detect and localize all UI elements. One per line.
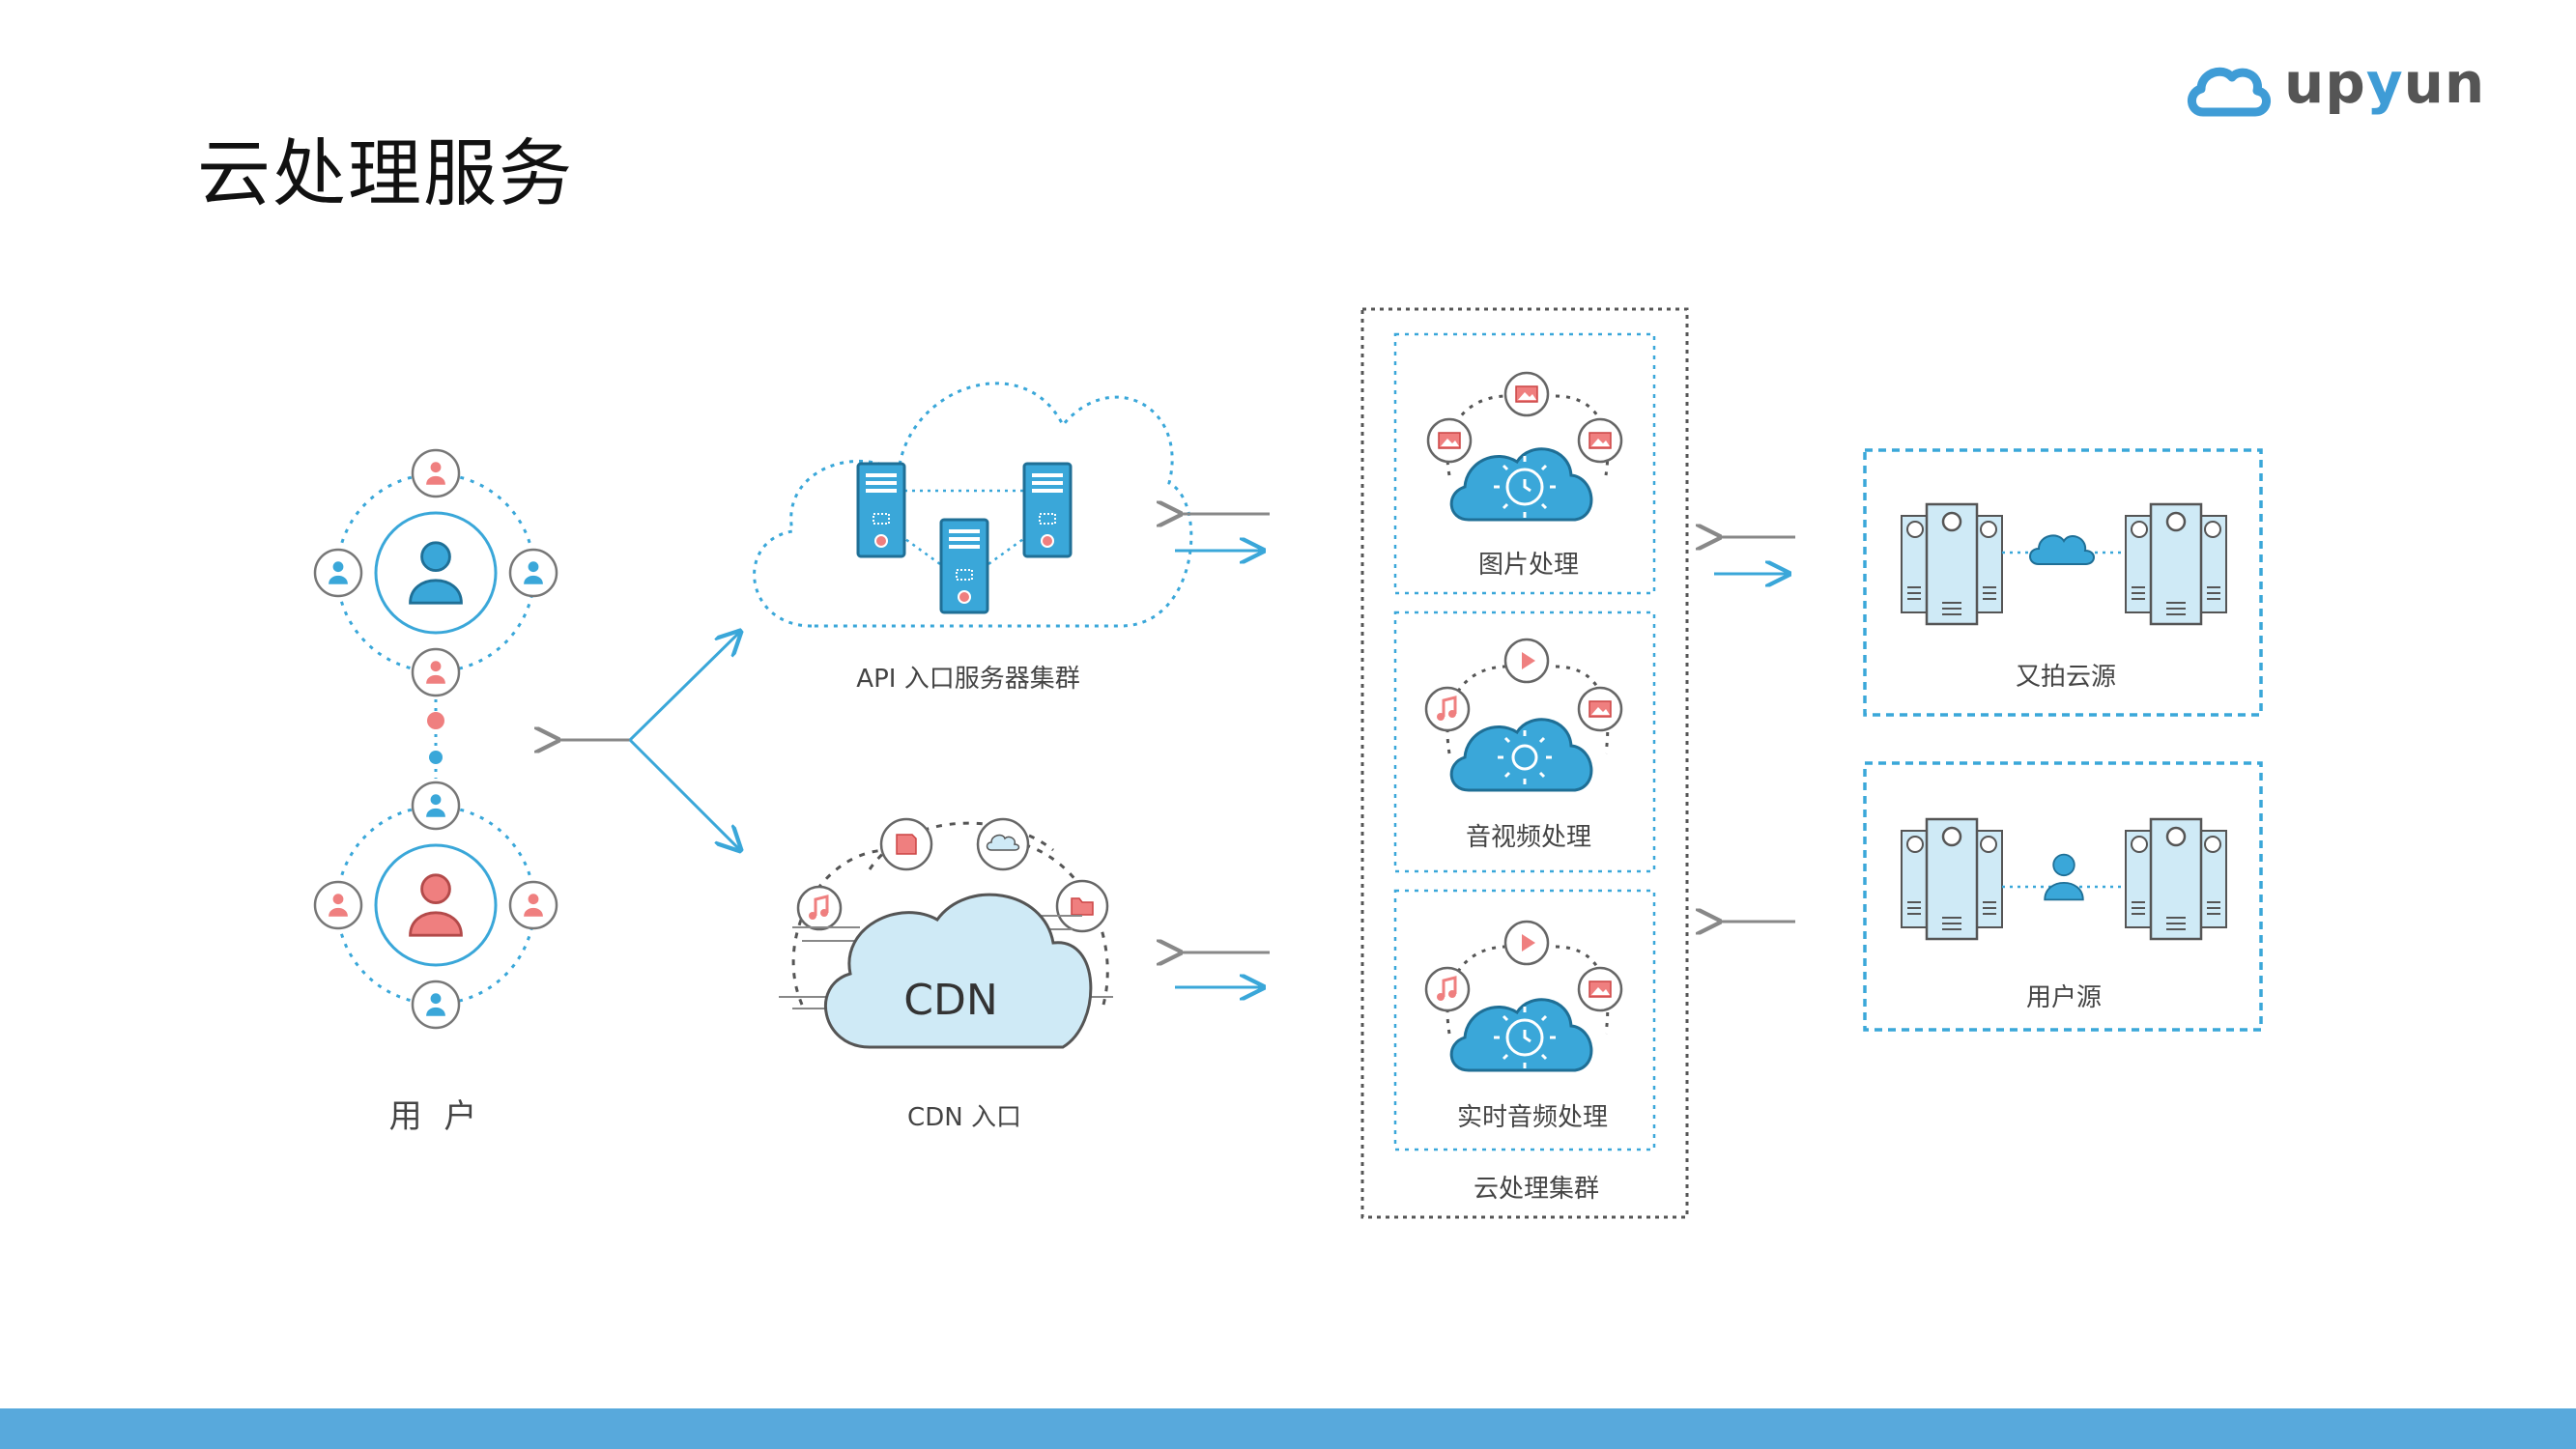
- folder-icon: [1055, 879, 1109, 933]
- users-label: 用 户: [388, 1097, 483, 1136]
- upyun-origin: [1863, 448, 2263, 717]
- cdn-cloud-label: CDN: [903, 976, 998, 1025]
- image-icon: [1503, 371, 1550, 417]
- processing-cloud-icon: [1449, 447, 1593, 522]
- image-icon: [1577, 966, 1623, 1012]
- play-icon: [1503, 638, 1550, 684]
- logo-text-part: up: [2284, 50, 2366, 116]
- image-icon: [1426, 417, 1473, 464]
- cdn-entry: CDN: [779, 817, 1113, 1049]
- av-processing-module: [1424, 638, 1623, 792]
- realtime-av-module: [1424, 920, 1623, 1072]
- cloud-processing-cluster: [1360, 307, 1689, 1219]
- api-cluster: [753, 382, 1193, 628]
- upyun-origin-label: 又拍云源: [2015, 663, 2117, 692]
- server-rack-icon: [2124, 502, 2228, 626]
- users-branch-arrows: [560, 630, 742, 852]
- logo-text: upyun: [2284, 50, 2485, 116]
- music-icon: [1424, 966, 1471, 1012]
- api-cluster-label: API 入口服务器集群: [856, 665, 1080, 694]
- user-origin-label: 用户源: [2025, 983, 2103, 1012]
- server-icon: [1022, 462, 1073, 558]
- server-rack-icon: [2124, 817, 2228, 941]
- music-icon: [796, 885, 843, 931]
- server-rack-icon: [1900, 502, 2004, 626]
- server-icon: [856, 462, 906, 558]
- bottom-bar: [0, 1408, 2576, 1449]
- user-origin: [1863, 761, 2263, 1032]
- users-group: [313, 448, 558, 1030]
- file-icon: [879, 817, 933, 871]
- realtime-av-processing-label: 实时音频处理: [1456, 1103, 1609, 1132]
- origin-arrows: [1714, 537, 1795, 922]
- cdn-arrows: [1175, 952, 1270, 987]
- server-rack-icon: [1900, 817, 2004, 941]
- cloud-icon: [2188, 67, 2271, 117]
- logo-text-part: un: [2403, 50, 2486, 116]
- person-icon: [2044, 853, 2084, 901]
- api-arrows: [1175, 514, 1270, 551]
- cloud-icon: [976, 817, 1030, 871]
- play-icon: [1503, 920, 1550, 966]
- image-processing-module: [1426, 371, 1623, 522]
- image-icon: [1577, 417, 1623, 464]
- cdn-entry-label: CDN 入口: [907, 1103, 1021, 1132]
- processing-cloud-icon: [1449, 998, 1593, 1072]
- upyun-logo: upyun: [2182, 50, 2484, 124]
- music-icon: [1424, 686, 1471, 732]
- cloud-cluster-label: 云处理集群: [1473, 1175, 1600, 1204]
- server-icon: [939, 518, 989, 614]
- image-icon: [1577, 686, 1623, 732]
- processing-cloud-icon: [1449, 718, 1593, 792]
- image-processing-label: 图片处理: [1477, 551, 1580, 580]
- slide-title: 云处理服务: [197, 130, 574, 216]
- logo-text-part: y: [2365, 50, 2404, 116]
- cloud-icon: [2029, 534, 2095, 565]
- av-processing-label: 音视频处理: [1465, 823, 1592, 852]
